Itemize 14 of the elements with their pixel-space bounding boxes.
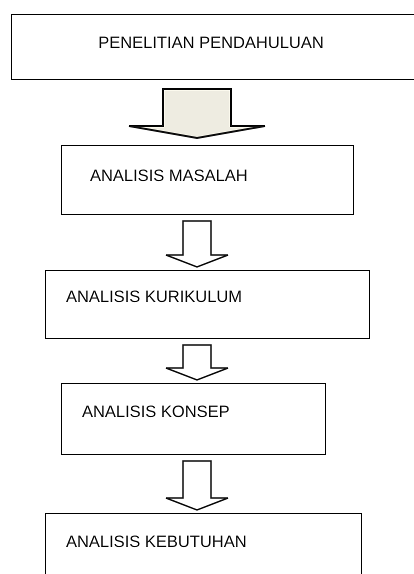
block-arrow (165, 220, 229, 268)
box-label: ANALISIS KONSEP (82, 403, 230, 423)
box-label: ANALISIS MASALAH (90, 167, 248, 187)
process-box (45, 270, 370, 339)
box-label: ANALISIS KURIKULUM (66, 288, 242, 308)
block-arrow (165, 460, 229, 511)
process-box (11, 14, 414, 80)
process-box (45, 513, 362, 574)
process-box (61, 145, 354, 215)
box-label: ANALISIS KEBUTUHAN (66, 533, 247, 553)
block-arrow (165, 344, 229, 381)
block-arrow (128, 88, 266, 140)
process-box (61, 383, 326, 455)
box-label: PENELITIAN PENDAHULUAN (98, 34, 324, 54)
